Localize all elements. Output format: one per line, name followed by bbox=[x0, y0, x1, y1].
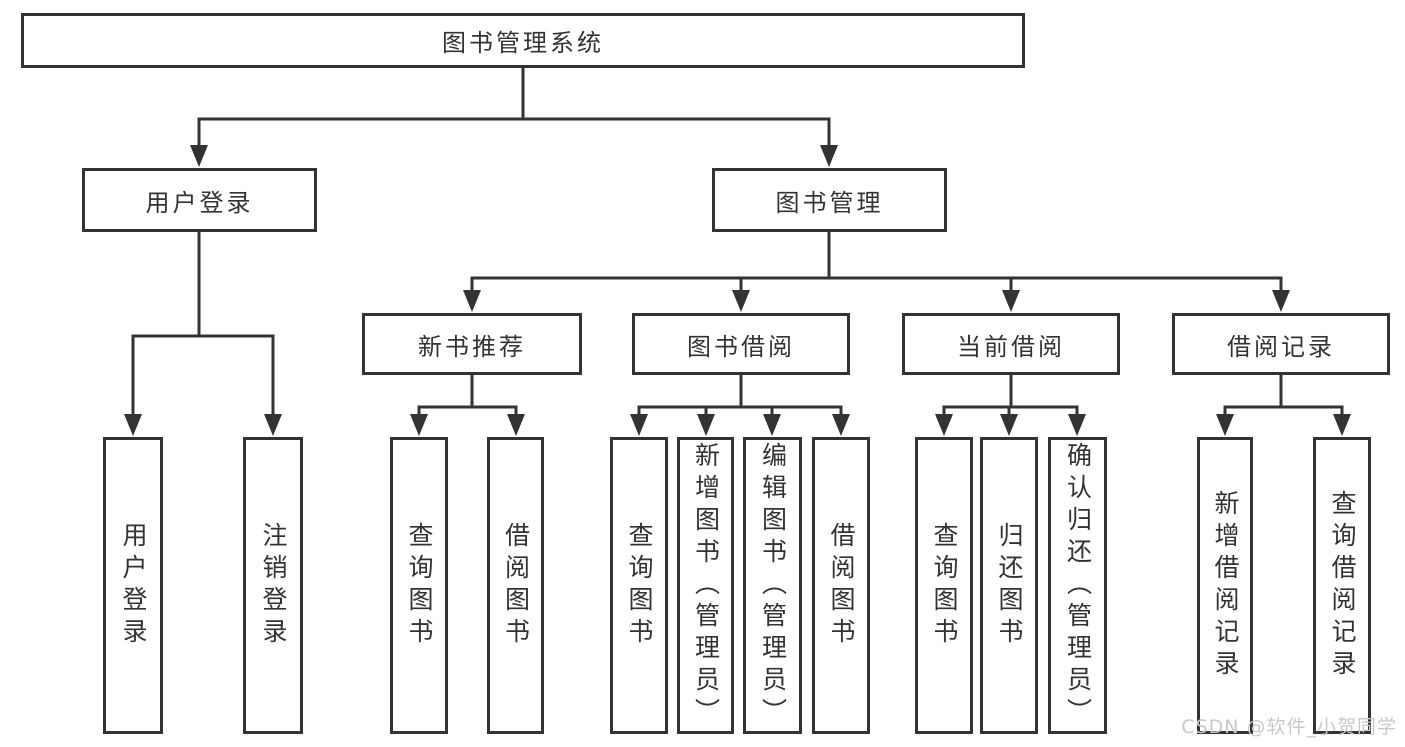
leaf-borrow-books: 借阅图书 bbox=[812, 437, 870, 734]
node-label: 新增图书（管理员） bbox=[691, 441, 721, 730]
node-label: 注销登录 bbox=[259, 521, 288, 650]
leaf-return-books: 归还图书 bbox=[980, 437, 1038, 734]
node-label: 用户登录 bbox=[119, 521, 148, 650]
node-book-borrowing: 图书借阅 bbox=[632, 313, 850, 375]
leaf-edit-books-admin: 编辑图书（管理员） bbox=[743, 437, 802, 734]
node-book-management: 图书管理 bbox=[712, 168, 947, 232]
csdn-watermark: CSDN @软件_小贺同学 bbox=[1181, 716, 1397, 738]
leaf-query-books-current: 查询图书 bbox=[915, 437, 973, 734]
node-label: 编辑图书（管理员） bbox=[758, 441, 788, 730]
leaf-logout: 注销登录 bbox=[243, 437, 303, 734]
node-root-library-system: 图书管理系统 bbox=[21, 13, 1025, 68]
node-label: 当前借阅 bbox=[957, 332, 1065, 361]
node-label: 图书管理 bbox=[775, 188, 884, 217]
leaf-borrow-books-recommend: 借阅图书 bbox=[487, 437, 544, 734]
leaf-query-books-borrow: 查询图书 bbox=[610, 437, 668, 734]
node-label: 确认归还（管理员） bbox=[1063, 441, 1093, 730]
node-label: 查询图书 bbox=[930, 521, 959, 650]
leaf-confirm-return-admin: 确认归还（管理员） bbox=[1048, 437, 1107, 734]
node-label: 查询借阅记录 bbox=[1328, 489, 1357, 682]
node-label: 新增借阅记录 bbox=[1211, 489, 1240, 682]
node-current-borrowing: 当前借阅 bbox=[902, 313, 1120, 375]
leaf-add-books-admin: 新增图书（管理员） bbox=[677, 437, 734, 734]
node-label: 借阅图书 bbox=[827, 521, 856, 650]
leaf-add-borrow-record: 新增借阅记录 bbox=[1197, 437, 1253, 734]
node-label: 用户登录 bbox=[145, 188, 254, 217]
leaf-query-borrow-record: 查询借阅记录 bbox=[1313, 437, 1371, 734]
node-label: 归还图书 bbox=[995, 521, 1024, 650]
leaf-user-login: 用户登录 bbox=[103, 437, 163, 734]
leaf-query-books-recommend: 查询图书 bbox=[390, 437, 448, 734]
node-label: 借阅记录 bbox=[1227, 332, 1335, 361]
node-label: 图书借阅 bbox=[687, 332, 795, 361]
node-label: 查询图书 bbox=[405, 521, 434, 650]
node-label: 查询图书 bbox=[625, 521, 654, 650]
node-label: 图书管理系统 bbox=[442, 29, 604, 57]
node-new-book-recommendation: 新书推荐 bbox=[362, 313, 582, 375]
node-label: 新书推荐 bbox=[418, 332, 526, 361]
node-user-login: 用户登录 bbox=[82, 168, 317, 232]
node-label: 借阅图书 bbox=[501, 521, 531, 650]
node-borrowing-records: 借阅记录 bbox=[1172, 313, 1390, 375]
